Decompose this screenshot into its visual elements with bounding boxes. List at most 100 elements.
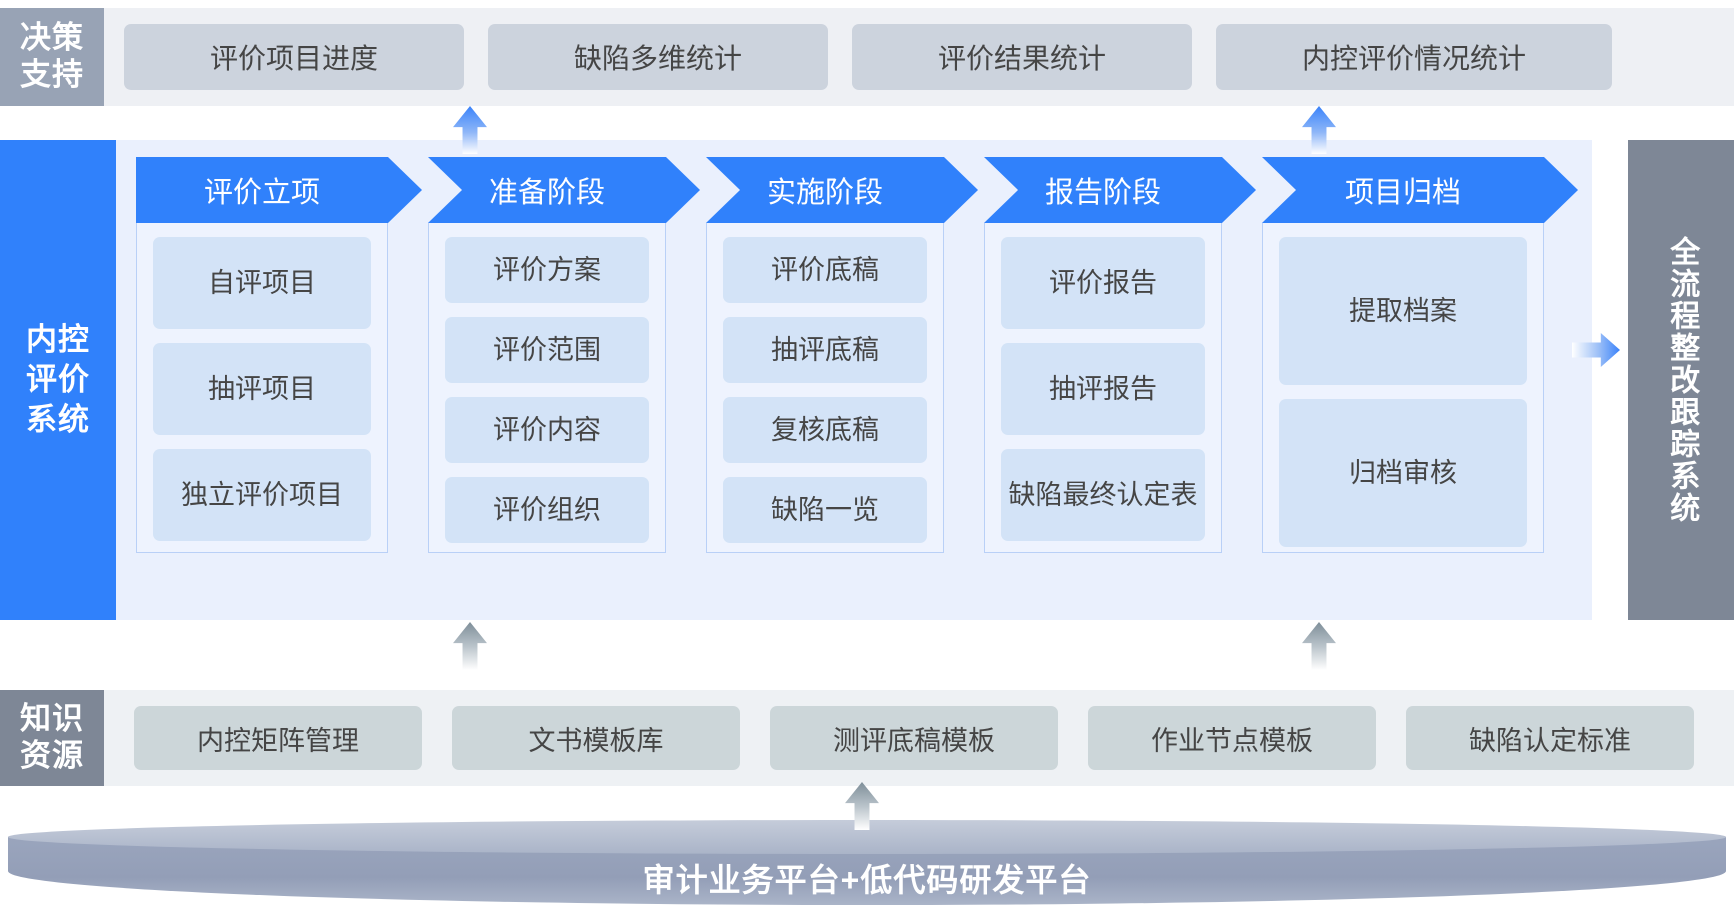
stage-node[interactable]: 缺陷最终认定表 xyxy=(1001,449,1205,541)
knowledge-label-line-2: 资源 xyxy=(20,738,84,773)
stage-title: 评价立项 xyxy=(203,177,320,209)
stage-node[interactable]: 抽评项目 xyxy=(153,343,371,435)
knowledge-card[interactable]: 内控矩阵管理 xyxy=(134,706,422,770)
arrow-up-decision-right-icon xyxy=(1302,106,1336,154)
stage-node-line: 评价组织 xyxy=(493,494,601,525)
decision-support-label: 决策 支持 xyxy=(0,8,104,106)
core-system-panel: 评价立项自评项目抽评项目独立评价项目准备阶段评价方案评价范围评价内容评价组织实施… xyxy=(116,140,1592,620)
stage-node-line: 评价范围 xyxy=(493,334,601,365)
arrow-up-knowledge-right-icon xyxy=(1302,622,1336,670)
core-label-line-1: 内控 xyxy=(26,321,90,357)
chevron-right-icon xyxy=(666,157,700,223)
stage-node-line: 抽评项目 xyxy=(208,373,316,404)
stage-node[interactable]: 抽评底稿 xyxy=(723,317,927,383)
stage-header[interactable]: 报告阶段 xyxy=(984,157,1256,223)
stage-body: 评价底稿抽评底稿复核底稿缺陷一览 xyxy=(706,223,944,553)
stage-node-line: 抽评报告 xyxy=(1049,373,1157,404)
stage-column: 评价立项自评项目抽评项目独立评价项目 xyxy=(136,157,422,553)
chevron-notch-icon xyxy=(706,157,740,223)
arrow-glyph xyxy=(453,106,487,154)
decision-support-strip: 评价项目进度缺陷多维统计评价结果统计内控评价情况统计 xyxy=(104,8,1734,106)
stage-column: 项目归档提取档案归档审核 xyxy=(1262,157,1578,553)
stage-column: 报告阶段评价报告抽评报告缺陷最终认定表 xyxy=(984,157,1256,553)
core-system-row: 内控 评价 系统 评价立项自评项目抽评项目独立评价项目准备阶段评价方案评价范围评… xyxy=(0,140,1734,620)
knowledge-label-line-1: 知识 xyxy=(20,701,84,737)
stage-node-line: 认定表 xyxy=(1116,479,1198,510)
knowledge-resources-strip: 内控矩阵管理文书模板库测评底稿模板作业节点模板缺陷认定标准 xyxy=(104,690,1734,786)
stage-node-line: 评价底稿 xyxy=(771,254,879,285)
chevron-notch-icon xyxy=(984,157,1018,223)
knowledge-card[interactable]: 作业节点模板 xyxy=(1088,706,1376,770)
stage-header[interactable]: 实施阶段 xyxy=(706,157,978,223)
core-label-line-2: 评价 xyxy=(26,361,90,397)
stage-node-line: 复核底稿 xyxy=(771,414,879,445)
arrow-glyph xyxy=(1302,106,1336,154)
stage-node-line: 评价报告 xyxy=(1049,267,1157,298)
stage-node[interactable]: 评价方案 xyxy=(445,237,649,303)
stage-node[interactable]: 评价内容 xyxy=(445,397,649,463)
stage-node[interactable]: 评价底稿 xyxy=(723,237,927,303)
stage-header[interactable]: 项目归档 xyxy=(1262,157,1578,223)
stage-node[interactable]: 自评项目 xyxy=(153,237,371,329)
stage-node[interactable]: 抽评报告 xyxy=(1001,343,1205,435)
decision-support-row: 决策 支持 评价项目进度缺陷多维统计评价结果统计内控评价情况统计 xyxy=(0,8,1734,106)
arrow-up-decision-left-icon xyxy=(453,106,487,154)
stage-title: 实施阶段 xyxy=(766,177,883,209)
knowledge-card[interactable]: 缺陷认定标准 xyxy=(1406,706,1694,770)
stage-column: 实施阶段评价底稿抽评底稿复核底稿缺陷一览 xyxy=(706,157,978,553)
arrow-up-platform-icon xyxy=(845,782,879,830)
stage-node-line: 抽评底稿 xyxy=(771,334,879,365)
chevron-right-icon xyxy=(944,157,978,223)
stage-node[interactable]: 评价报告 xyxy=(1001,237,1205,329)
stage-node-line: 缺陷一览 xyxy=(771,494,879,525)
arrow-glyph xyxy=(845,782,879,830)
stage-node-line: 评价内容 xyxy=(493,414,601,445)
arrow-glyph xyxy=(1572,333,1620,367)
knowledge-resources-row: 知识 资源 内控矩阵管理文书模板库测评底稿模板作业节点模板缺陷认定标准 xyxy=(0,690,1734,786)
chevron-notch-icon xyxy=(428,157,462,223)
stage-node[interactable]: 提取档案 xyxy=(1279,237,1527,385)
stage-node-line: 评价方案 xyxy=(493,254,601,285)
stage-title: 准备阶段 xyxy=(488,177,605,209)
chevron-notch-icon xyxy=(1262,157,1296,223)
stage-node[interactable]: 独立评价项目 xyxy=(153,449,371,541)
stage-title: 报告阶段 xyxy=(1044,177,1161,209)
stage-node[interactable]: 缺陷一览 xyxy=(723,477,927,543)
stage-header[interactable]: 准备阶段 xyxy=(428,157,700,223)
stage-node-line: 提取档案 xyxy=(1349,295,1457,326)
stage-node[interactable]: 归档审核 xyxy=(1279,399,1527,547)
chevron-right-icon xyxy=(1544,157,1578,223)
stage-node-line: 归档审核 xyxy=(1349,457,1457,488)
knowledge-resources-label: 知识 资源 xyxy=(0,690,104,786)
stage-column: 准备阶段评价方案评价范围评价内容评价组织 xyxy=(428,157,700,553)
remediation-tracking-system-label: 全流程整改跟踪系统 xyxy=(1628,140,1734,620)
chevron-right-icon xyxy=(1222,157,1256,223)
arrow-up-knowledge-left-icon xyxy=(453,622,487,670)
stage-header[interactable]: 评价立项 xyxy=(136,157,422,223)
stage-node-line: 独立评价项目 xyxy=(181,479,343,510)
arrow-glyph xyxy=(453,622,487,670)
stage-node-line: 自评项目 xyxy=(208,267,316,298)
decision-card[interactable]: 缺陷多维统计 xyxy=(488,24,828,90)
knowledge-card[interactable]: 文书模板库 xyxy=(452,706,740,770)
core-system-label: 内控 评价 系统 xyxy=(0,140,116,620)
stage-node[interactable]: 复核底稿 xyxy=(723,397,927,463)
platform-label: 审计业务平台+低代码研发平台 xyxy=(642,862,1092,898)
decision-card[interactable]: 评价项目进度 xyxy=(124,24,464,90)
stage-node-line: 缺陷最终 xyxy=(1008,479,1117,510)
chevron-right-icon xyxy=(388,157,422,223)
stage-body: 评价报告抽评报告缺陷最终认定表 xyxy=(984,223,1222,553)
core-label-line-3: 系统 xyxy=(26,402,90,438)
knowledge-card[interactable]: 测评底稿模板 xyxy=(770,706,1058,770)
decision-card[interactable]: 内控评价情况统计 xyxy=(1216,24,1612,90)
decision-card[interactable]: 评价结果统计 xyxy=(852,24,1192,90)
stage-node[interactable]: 评价组织 xyxy=(445,477,649,543)
stage-body: 提取档案归档审核 xyxy=(1262,223,1544,553)
arrow-right-remediation-icon xyxy=(1572,333,1620,367)
stage-node[interactable]: 评价范围 xyxy=(445,317,649,383)
decision-label-line-2: 支持 xyxy=(20,57,84,92)
stage-body: 自评项目抽评项目独立评价项目 xyxy=(136,223,388,553)
stage-body: 评价方案评价范围评价内容评价组织 xyxy=(428,223,666,553)
arrow-glyph xyxy=(1302,622,1336,670)
decision-label-line-1: 决策 xyxy=(20,20,84,56)
